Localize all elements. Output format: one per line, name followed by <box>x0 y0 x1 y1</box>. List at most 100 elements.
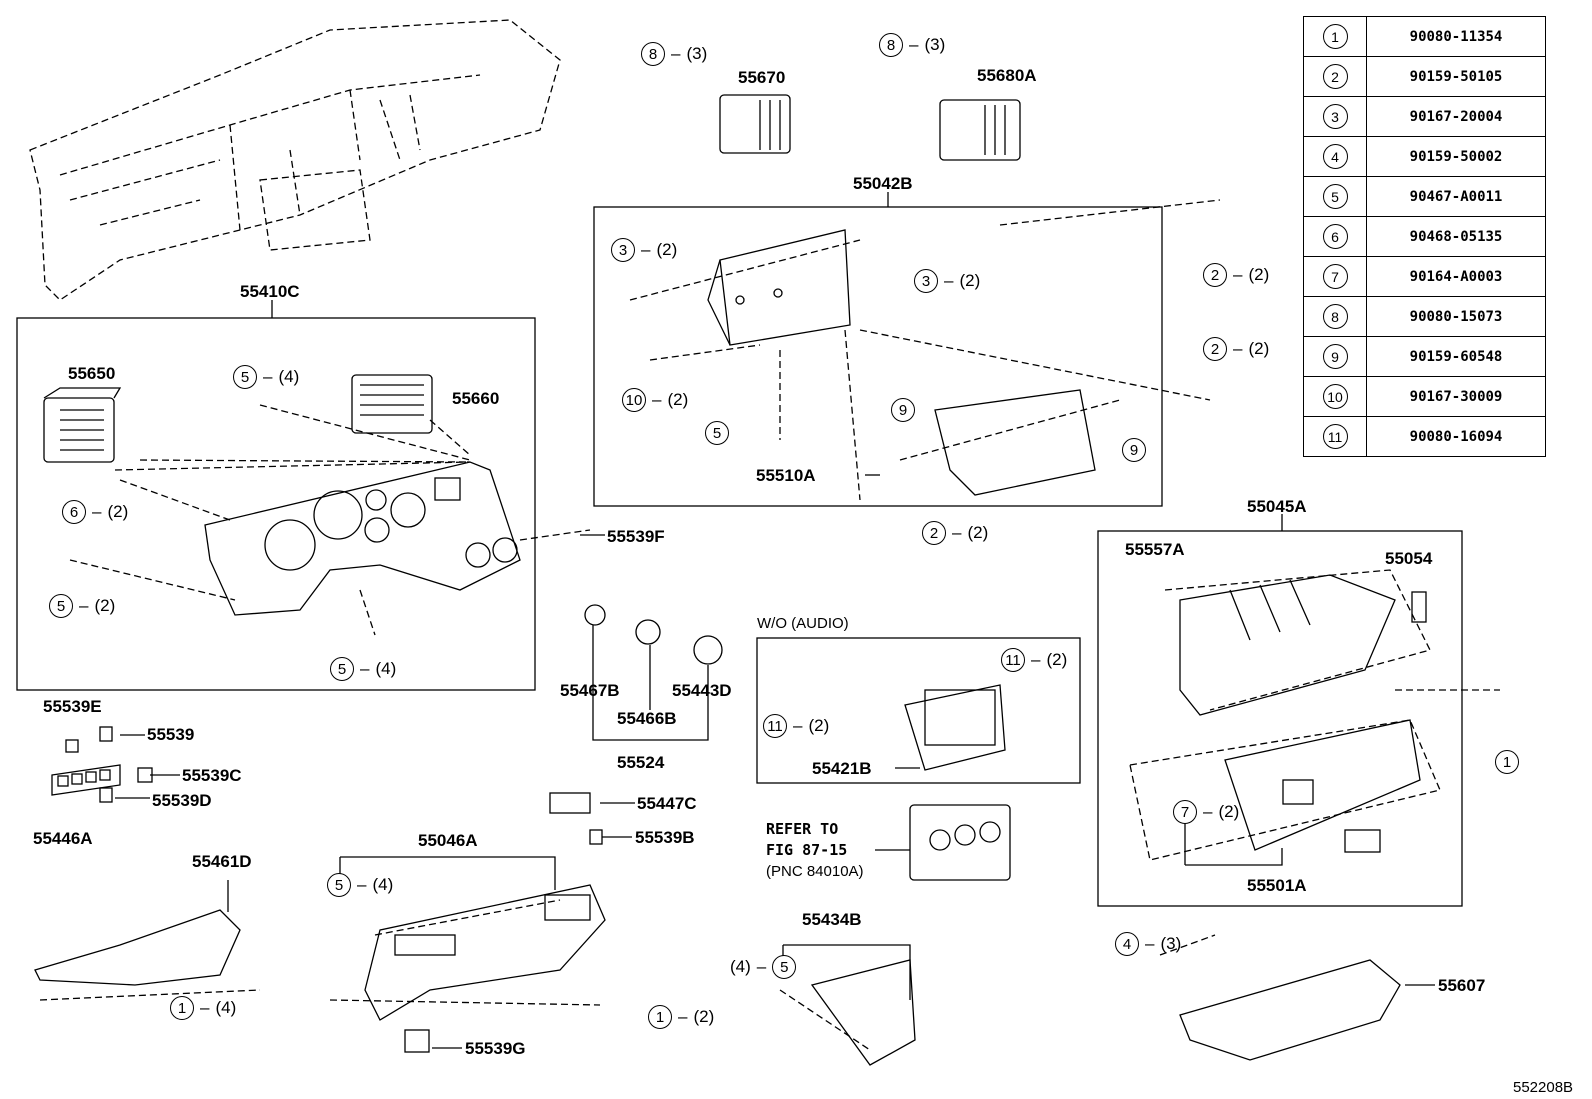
vent-shapes <box>43 94 1021 463</box>
callout-6: 6–(2) <box>62 500 128 524</box>
part-label-55054: 55054 <box>1385 549 1433 568</box>
ref-circle: 7 <box>1322 264 1348 289</box>
part-number: 90080-11354 <box>1366 16 1546 57</box>
callout-2: 2–(2) <box>922 521 988 545</box>
part-label-55443D: 55443D <box>672 681 732 700</box>
table-row: 3 90167-20004 <box>1303 96 1546 137</box>
refer-note-line2: FIG 87-15 <box>766 841 848 859</box>
part-number: 90159-50002 <box>1366 136 1546 177</box>
instrument-panel-frame <box>16 317 536 691</box>
callout-2: 2–(2) <box>1203 337 1269 361</box>
table-row: 4 90159-50002 <box>1303 136 1546 177</box>
part-label-55539E: 55539E <box>43 697 102 716</box>
part-label-55461D: 55461D <box>192 852 252 871</box>
audio-bezel-sketch <box>904 684 1006 771</box>
part-label-55557A: 55557A <box>1125 540 1185 559</box>
heater-control-sketch <box>909 804 1011 881</box>
callout-5: 5–(4) <box>233 365 299 389</box>
part-number: 90167-30009 <box>1366 376 1546 417</box>
part-label-55467B: 55467B <box>560 681 620 700</box>
lower-sketches <box>34 884 1401 1066</box>
callout-4: 4–(3) <box>1115 932 1181 956</box>
callout-2: 2–(2) <box>1203 263 1269 287</box>
part-label-55410C: 55410C <box>240 282 300 301</box>
part-label-55446A: 55446A <box>33 829 93 848</box>
part-label-55539D: 55539D <box>152 791 212 810</box>
upper-box-frame <box>593 206 1163 507</box>
part-label-55539B: 55539B <box>635 828 695 847</box>
ref-circle: 4 <box>1322 144 1348 169</box>
glove-dashed-leaders <box>1129 569 1500 861</box>
part-number: 90468-05135 <box>1366 216 1546 257</box>
part-number: 90159-60548 <box>1366 336 1546 377</box>
part-label-55539C: 55539C <box>182 766 242 785</box>
callout-3: 3–(2) <box>914 269 980 293</box>
part-label-55650: 55650 <box>68 364 116 383</box>
ref-circle: 11 <box>1322 424 1348 449</box>
refer-note-line1: REFER TO <box>766 820 839 838</box>
part-number: 90159-50105 <box>1366 56 1546 97</box>
part-label-55447C: 55447C <box>637 794 697 813</box>
bracket-55434B <box>782 944 911 1000</box>
ref-circle: 9 <box>1322 344 1348 369</box>
callout-1: 1 <box>1495 750 1519 774</box>
callout-8: 8–(3) <box>879 33 945 57</box>
cluster-dashed-leaders <box>69 404 591 636</box>
ref-circle: 8 <box>1322 304 1348 329</box>
part-number: 90167-20004 <box>1366 96 1546 137</box>
ref-circle: 1 <box>1322 24 1348 49</box>
ref-circle: 10 <box>1322 384 1348 409</box>
part-label-55466B: 55466B <box>617 709 677 728</box>
callout-8: 8–(3) <box>641 42 707 66</box>
part-label-55539G: 55539G <box>465 1039 526 1058</box>
table-row: 7 90164-A0003 <box>1303 256 1546 297</box>
callout-3: 3–(2) <box>611 238 677 262</box>
part-label-55434B: 55434B <box>802 910 862 929</box>
ref-circle: 3 <box>1322 104 1348 129</box>
table-row: 10 90167-30009 <box>1303 376 1546 417</box>
callout-10: 10–(2) <box>622 388 688 412</box>
part-number: 90080-15073 <box>1366 296 1546 337</box>
part-label-55539: 55539 <box>147 725 195 744</box>
parts-table: 1 90080-11354 2 90159-50105 3 90167-20004 4… <box>1303 16 1546 457</box>
part-label-55045A: 55045A <box>1247 497 1307 516</box>
table-row: 11 90080-16094 <box>1303 416 1546 457</box>
audio-frame <box>756 637 1081 784</box>
figure-id: 552208B <box>1513 1079 1574 1096</box>
callout-5: 5–(2) <box>49 594 115 618</box>
callout-5: (4)–5 <box>730 955 797 979</box>
wo-audio-note: W/O (AUDIO) <box>757 615 849 632</box>
glove-box-frame <box>1097 530 1463 907</box>
upper-panel-sketch <box>707 229 1096 496</box>
part-label-55042B: 55042B <box>853 174 913 193</box>
callout-9: 9 <box>891 398 915 422</box>
part-label-55421B: 55421B <box>812 759 872 778</box>
dashboard-sketch <box>29 19 561 301</box>
part-number: 90080-16094 <box>1366 416 1546 457</box>
ref-circle: 6 <box>1322 224 1348 249</box>
table-row: 2 90159-50105 <box>1303 56 1546 97</box>
table-row: 8 90080-15073 <box>1303 296 1546 337</box>
part-label-55501A: 55501A <box>1247 876 1307 895</box>
part-label-55524: 55524 <box>617 753 665 772</box>
callout-11: 11–(2) <box>763 714 829 738</box>
callout-5: 5–(4) <box>327 873 393 897</box>
callout-5: 5–(4) <box>330 657 396 681</box>
cluster-bezel <box>204 461 521 616</box>
bracket-55501A <box>1184 820 1283 866</box>
callout-9: 9 <box>1122 438 1146 462</box>
ref-circle: 5 <box>1322 184 1348 209</box>
part-label-55539F: 55539F <box>607 527 665 546</box>
callout-11: 11–(2) <box>1001 648 1067 672</box>
table-row: 9 90159-60548 <box>1303 336 1546 377</box>
upper-dashed-leaders <box>629 199 1221 501</box>
part-label-55046A: 55046A <box>418 831 478 850</box>
ref-circle: 2 <box>1322 64 1348 89</box>
table-row: 6 90468-05135 <box>1303 216 1546 257</box>
callout-7: 7–(2) <box>1173 800 1239 824</box>
refer-note-line3: (PNC 84010A) <box>766 863 864 880</box>
part-number: 90164-A0003 <box>1366 256 1546 297</box>
callout-5: 5 <box>705 421 729 445</box>
